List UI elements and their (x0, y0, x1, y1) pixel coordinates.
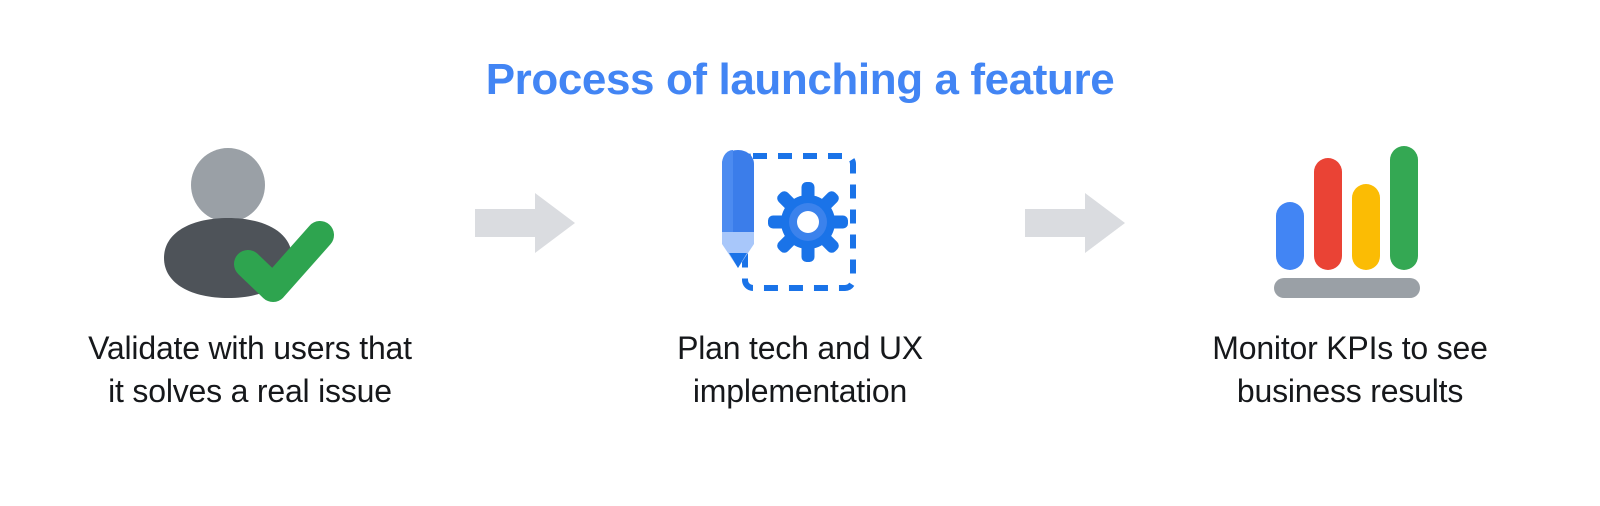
arrow-right-icon (475, 192, 575, 253)
check-icon (234, 221, 334, 302)
step-2-caption: Plan tech and UX implementation (677, 330, 923, 410)
pencil-highlight-shape (722, 150, 733, 232)
gear-center-hole (797, 211, 819, 233)
bar-4 (1390, 146, 1418, 270)
person-head-shape (191, 148, 265, 222)
connector-1 (460, 140, 590, 305)
chart-baseline (1274, 278, 1420, 298)
bar-chart-kpi-icon (1274, 146, 1420, 298)
pencil-point-shape (729, 253, 747, 268)
bar-1 (1276, 202, 1304, 270)
bar-3 (1352, 184, 1380, 270)
step-3-caption: Monitor KPIs to see business results (1212, 330, 1488, 410)
pencil-tip-shape (722, 232, 754, 268)
step-1-icon-container (150, 140, 350, 305)
gear-icon (768, 182, 848, 262)
step-2-icon-container (700, 140, 900, 305)
pencil-gear-blueprint-icon (722, 150, 856, 291)
arrow-right-icon (1025, 192, 1125, 253)
process-steps-row: Validate with users that it solves a rea… (0, 140, 1600, 450)
process-step-1: Validate with users that it solves a rea… (40, 140, 460, 413)
dashed-frame-shape (742, 153, 856, 291)
step-3-icon-container (1250, 140, 1450, 305)
arrow-right-shape (475, 192, 575, 253)
process-step-3: Monitor KPIs to see business results (1140, 140, 1560, 413)
step-1-caption: Validate with users that it solves a rea… (88, 330, 412, 410)
page-title: Process of launching a feature (485, 55, 1115, 104)
user-validated-icon (164, 148, 334, 302)
connector-2 (1010, 140, 1140, 305)
bar-2 (1314, 158, 1342, 270)
process-step-2: Plan tech and UX implementation (590, 140, 1010, 413)
arrow-right-shape (1025, 192, 1125, 253)
